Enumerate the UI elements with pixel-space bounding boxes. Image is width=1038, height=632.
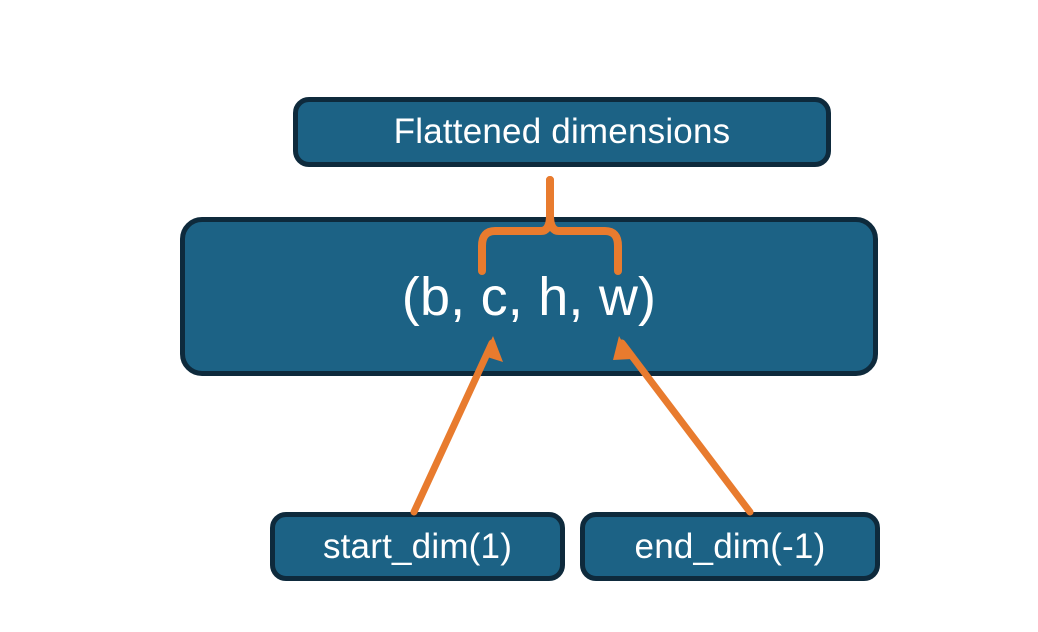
tensor-shape-box: (b, c, h, w) [180, 217, 878, 376]
end-dim-box: end_dim(-1) [580, 512, 880, 581]
end-dim-label: end_dim(-1) [634, 526, 826, 566]
tensor-shape-label: (b, c, h, w) [401, 266, 657, 327]
flattened-dimensions-label: Flattened dimensions [393, 112, 731, 151]
start-dim-box: start_dim(1) [270, 512, 565, 581]
start-dim-label: start_dim(1) [322, 526, 513, 566]
flattened-dimensions-box: Flattened dimensions [293, 97, 831, 167]
